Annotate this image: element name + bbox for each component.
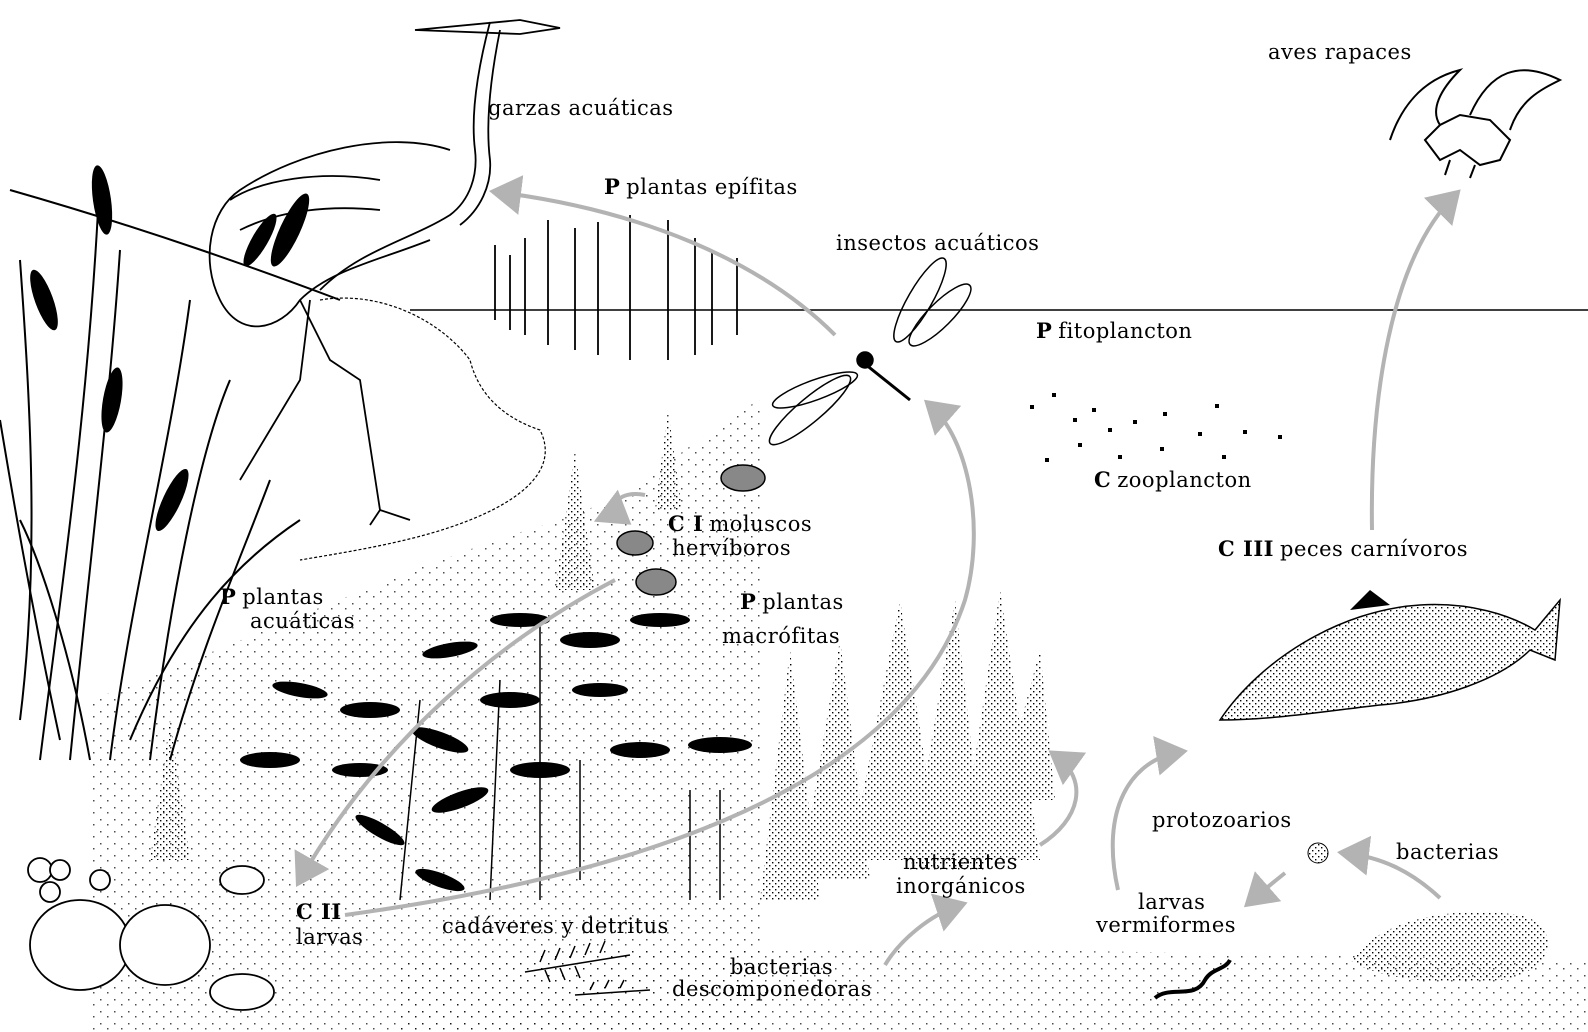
label-cadaveres: cadáveres y detritus [442,914,669,938]
epiphytes-icon [495,215,737,360]
label-cii: C II [296,900,348,924]
label-protozoarios: protozoarios [1152,808,1292,832]
label-hervivoros: hervíboros [672,536,791,560]
fish-icon [1220,590,1560,720]
bacteria-stipple [1350,912,1548,982]
protozoan-icon [1308,843,1328,863]
label-insectos: insectos acuáticos [836,231,1039,255]
label-bacterias-desc-2: descomponedoras [672,977,872,1001]
zooplankton-dots [1030,393,1282,462]
label-bacterias-desc-1: bacterias [730,955,833,979]
cattail-heads [25,164,316,535]
label-larvas-vermiformes-1: larvas [1138,890,1205,914]
label-macrofitas-2: macrófitas [722,624,840,648]
label-nutrientes-2: inorgánicos [896,874,1026,898]
label-garzas: garzas acuáticas [488,96,674,120]
arrow-fish-to-raptors [1372,195,1455,530]
raptor-icon [1390,70,1560,178]
label-larvas-vermiformes-2: vermiformes [1096,913,1236,937]
arrow-protozoa-to-vermiform [1250,873,1285,902]
label-larvas: larvas [296,925,363,949]
label-nutrientes-1: nutrientes [903,850,1018,874]
label-bacterias: bacterias [1396,840,1499,864]
shore-outline [300,298,545,560]
label-plantas-acuaticas-2: acuáticas [250,609,355,633]
label-aves-rapaces: aves rapaces [1268,40,1412,64]
